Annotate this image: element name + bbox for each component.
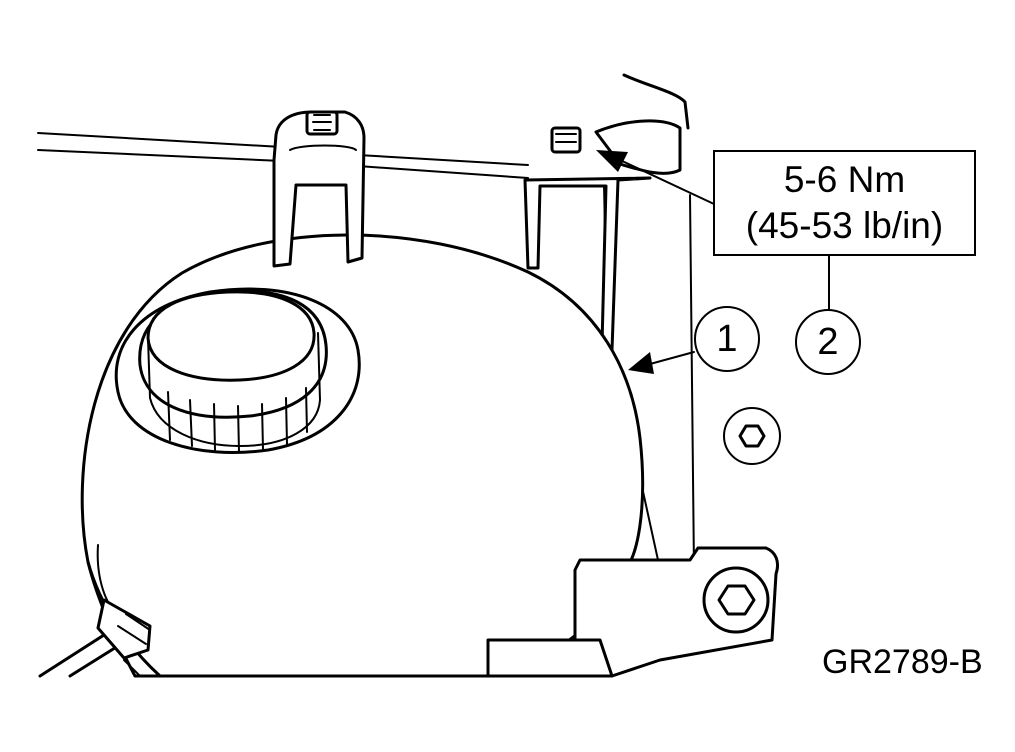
leader-arrow-torque bbox=[596, 150, 715, 205]
cable-line bbox=[37, 132, 529, 179]
mount-lug bbox=[486, 546, 780, 678]
callout-1: 1 bbox=[694, 306, 760, 372]
torque-spec-box: 5-6 Nm (45-53 lb/in) bbox=[713, 150, 976, 256]
callout-1-label: 1 bbox=[716, 317, 738, 360]
panel-fastener bbox=[723, 407, 781, 465]
figure-id: GR2789-B bbox=[822, 643, 983, 681]
left-bracket bbox=[272, 110, 366, 268]
torque-spec-metric: 5-6 Nm bbox=[783, 159, 906, 200]
torque-spec-imperial: (45-53 lb/in) bbox=[745, 205, 944, 246]
callout-2-label: 2 bbox=[817, 320, 839, 363]
left-bolt bbox=[305, 110, 339, 136]
right-bolt bbox=[550, 119, 682, 175]
filler-cap bbox=[114, 287, 361, 454]
cap-ribs bbox=[167, 387, 308, 453]
callout-2: 2 bbox=[795, 309, 861, 375]
leader-arrow-1 bbox=[628, 351, 695, 374]
hose bbox=[38, 598, 152, 678]
reservoir-body bbox=[80, 233, 645, 678]
